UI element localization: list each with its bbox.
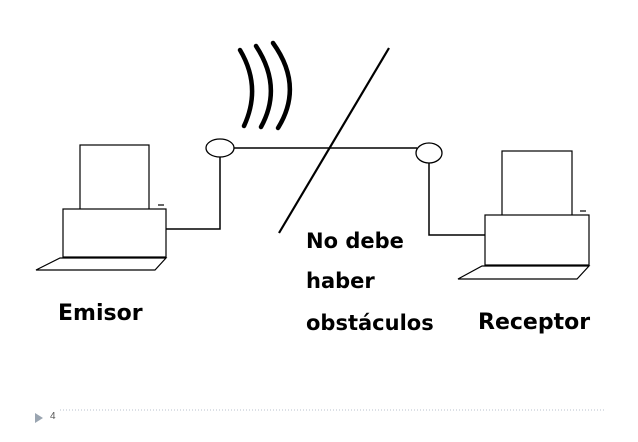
sender-cable: [166, 157, 221, 230]
receiver-cable: [428, 163, 485, 236]
wireless-waves-icon: [237, 40, 292, 131]
obstacle-slash: [278, 47, 390, 234]
note-line-1: No debe: [306, 229, 404, 253]
receiver-laptop-icon: [457, 150, 591, 280]
page-number: 4: [50, 411, 56, 422]
connection-lines: [166, 147, 485, 236]
sender-ir-port: [205, 138, 235, 158]
triangle-bullet-icon: [35, 413, 43, 423]
receiver-label: Receptor: [478, 310, 590, 335]
sender-label: Emisor: [58, 301, 143, 326]
receiver-ir-port: [415, 142, 443, 164]
note-line-3: obstáculos: [306, 311, 434, 335]
sender-laptop-icon: [35, 144, 168, 271]
note-line-2: haber: [306, 269, 375, 293]
